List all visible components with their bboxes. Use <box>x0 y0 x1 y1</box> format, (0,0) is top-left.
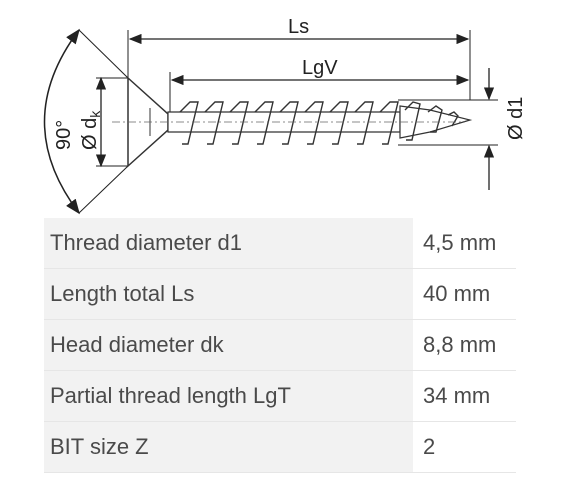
table-row: BIT size Z 2 <box>44 421 516 473</box>
angle-dimension: 90° <box>43 28 129 215</box>
head-diameter-dimension: Ø dk <box>79 76 128 168</box>
spec-label: Thread diameter d1 <box>44 218 413 269</box>
table-row: Partial thread length LgT 34 mm <box>44 370 516 422</box>
specification-table-body: Thread diameter d1 4,5 mm Length total L… <box>44 218 516 473</box>
svg-text:Ø dk: Ø dk <box>79 110 103 150</box>
spec-value: 4,5 mm <box>413 218 516 269</box>
spec-value: 34 mm <box>413 370 516 422</box>
spec-value: 2 <box>413 421 516 473</box>
spec-label: BIT size Z <box>44 421 413 473</box>
thread-length-dimension: LgV <box>169 57 470 112</box>
thread-diameter-label: Ø d1 <box>505 97 527 140</box>
head-diameter-subscript: k <box>87 110 103 118</box>
spec-label: Partial thread length LgT <box>44 370 413 422</box>
thread-diameter-dimension: Ø d1 <box>398 68 527 190</box>
head-diameter-label: Ø d <box>79 118 101 150</box>
thread-length-label: LgV <box>302 57 338 79</box>
spec-label: Length total Ls <box>44 268 413 320</box>
specification-table: Thread diameter d1 4,5 mm Length total L… <box>44 218 516 473</box>
screw-threads <box>179 101 459 145</box>
screw-drawing <box>112 76 473 168</box>
svg-text:Ø d1: Ø d1 <box>505 97 527 140</box>
angle-label: 90° <box>53 120 75 150</box>
total-length-dimension: Ls <box>127 16 471 100</box>
table-row: Thread diameter d1 4,5 mm <box>44 218 516 269</box>
spec-value: 8,8 mm <box>413 319 516 371</box>
table-row: Head diameter dk 8,8 mm <box>44 319 516 371</box>
table-row: Length total Ls 40 mm <box>44 268 516 320</box>
spec-value: 40 mm <box>413 268 516 320</box>
total-length-label: Ls <box>288 16 309 38</box>
spec-label: Head diameter dk <box>44 319 413 371</box>
screw-dimension-diagram: 90° Ø dk Ls LgV Ø d1 <box>43 16 527 215</box>
